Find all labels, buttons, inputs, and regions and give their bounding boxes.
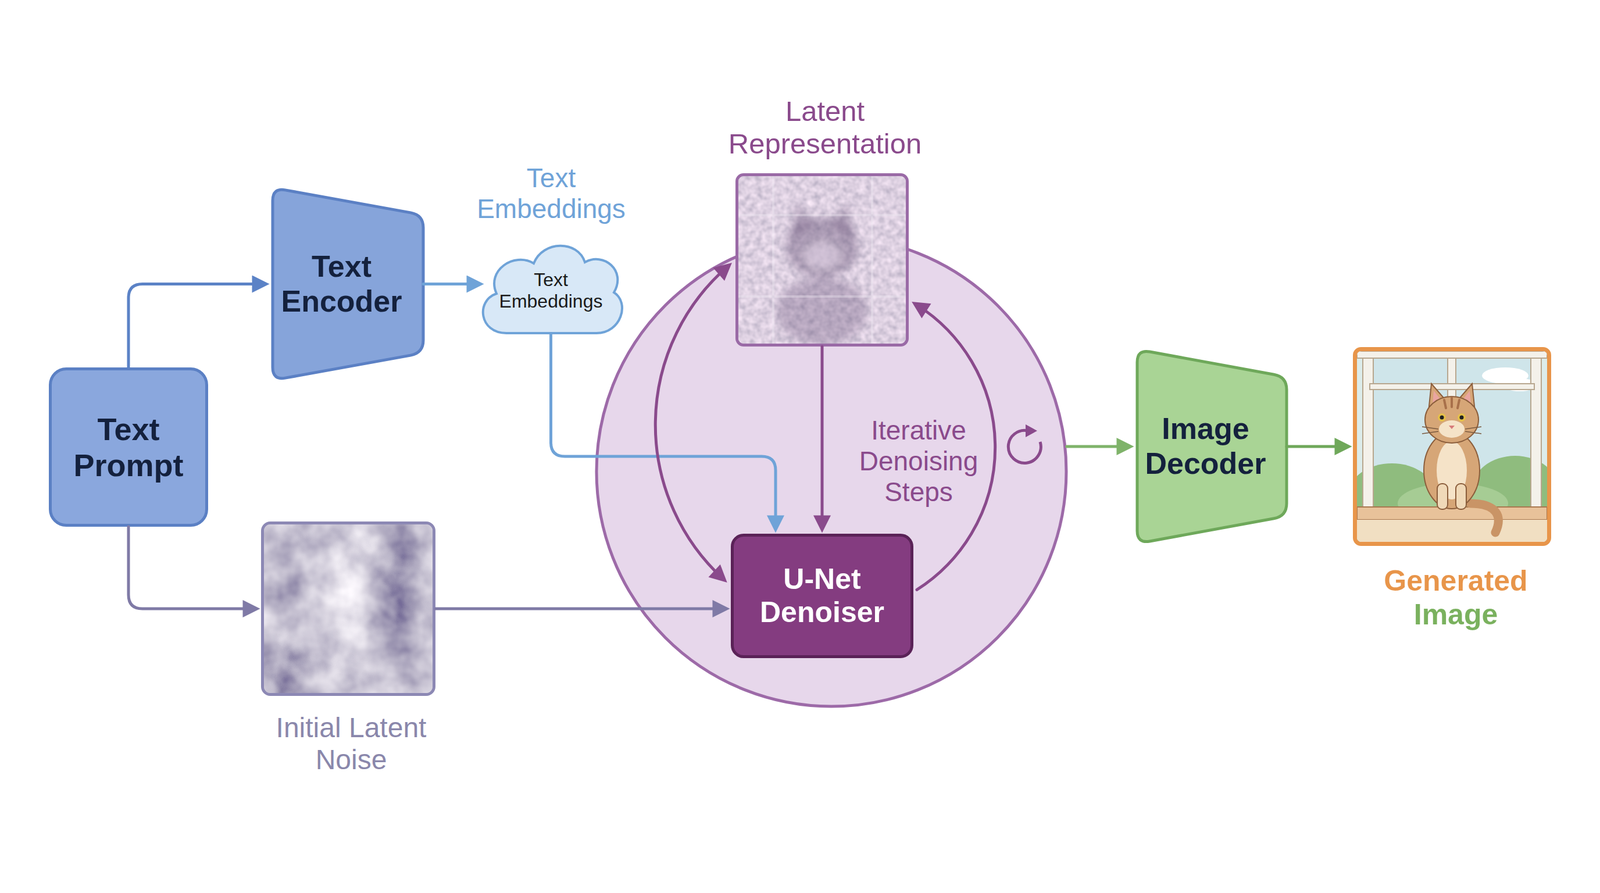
latent-cat-shape: [776, 203, 868, 344]
connector-arrow: [655, 266, 728, 579]
denoiser-box: U-Net Denoiser: [730, 533, 914, 659]
output-image-box: Generated Image: [1352, 347, 1552, 546]
connector-arrow: [551, 334, 777, 527]
bush: [1397, 483, 1509, 524]
window-post: [1530, 351, 1542, 512]
connector-arrow: [128, 284, 264, 369]
cat-muzzle: [1438, 420, 1465, 438]
node-heading: Text Embeddings: [463, 162, 639, 225]
cat-chest: [1436, 441, 1467, 500]
cat-eye: [1457, 413, 1466, 422]
cloud-shape: [1481, 367, 1529, 384]
window-post: [1362, 351, 1374, 512]
cloud-shape: [1502, 378, 1538, 392]
cat-stripes: [1444, 397, 1460, 409]
cat-illustration: [1356, 351, 1548, 542]
node-caption: Initial Latent Noise: [246, 711, 456, 776]
cat-ear-inner: [1432, 390, 1442, 405]
cat-leg: [1437, 483, 1448, 510]
grid-line: [738, 213, 906, 217]
loop-symbol-head: [1025, 424, 1038, 438]
latent-body: [776, 277, 868, 344]
node-label: U-Net Denoiser: [743, 536, 902, 656]
bush: [1471, 455, 1548, 526]
loop-symbol: [1008, 430, 1041, 463]
cat-body: [1423, 431, 1480, 509]
noise-box: Initial Latent Noise: [261, 521, 436, 696]
scene-bg: [1356, 351, 1548, 542]
cat-eye: [1437, 413, 1446, 422]
grid-line: [870, 176, 874, 344]
noise-texture: [263, 524, 433, 694]
node-caption: Generated Image: [1351, 564, 1561, 632]
wall: [1356, 519, 1548, 542]
cat-whiskers: [1422, 426, 1482, 434]
connector-arrow: [435, 607, 724, 611]
connector-arrow: [1066, 445, 1128, 449]
latent-box: Latent Representation: [735, 173, 909, 347]
window-mullion: [1447, 351, 1456, 512]
input-box: Text Prompt: [48, 367, 209, 527]
loop-label: Iterative Denoising Steps: [837, 415, 1000, 508]
latent-texture: [738, 176, 906, 344]
node-heading: Latent Representation: [702, 94, 948, 161]
latent-image: [738, 176, 906, 344]
sky: [1369, 351, 1535, 503]
latent-face: [804, 243, 840, 269]
latent-head: [786, 216, 859, 278]
latent-ear: [830, 203, 854, 239]
connector-arrow: [916, 305, 996, 591]
decoder-block: Image Decoder: [1134, 347, 1289, 546]
window-sill: [1356, 506, 1548, 520]
latent-ear: [790, 203, 814, 239]
cat-head: [1425, 396, 1479, 444]
encoder-block: Text Encoder: [270, 185, 426, 383]
grid-line: [772, 176, 775, 344]
bush: [1356, 463, 1436, 528]
cat-pupil: [1440, 415, 1445, 420]
node-label: Text Encoder: [275, 185, 409, 383]
cat-tail: [1470, 503, 1499, 533]
noise-image: [263, 524, 433, 694]
connector-arrow: [423, 282, 478, 286]
cat-ear: [1428, 383, 1447, 412]
cat-ear: [1456, 383, 1475, 412]
cat-leg: [1455, 483, 1467, 510]
connector-arrow: [820, 346, 824, 527]
embedding-cloud: Text EmbeddingsText Embeddings: [474, 236, 628, 337]
cat-ear-inner: [1461, 390, 1471, 405]
window-top: [1356, 351, 1548, 359]
latent-grid: [738, 176, 906, 344]
cat-pupil: [1459, 415, 1464, 420]
loop-circle: Iterative Denoising StepsLatent Represen…: [594, 234, 1069, 709]
node-label: Text Prompt: [59, 370, 198, 524]
grid-line: [738, 295, 906, 298]
cat-nose: [1448, 425, 1455, 430]
node-label: Text Embeddings: [491, 244, 610, 337]
node-label: Image Decoder: [1139, 347, 1272, 546]
connector-arrow: [128, 526, 255, 609]
connector-arrow: [1286, 445, 1346, 449]
window-bar: [1369, 383, 1535, 390]
